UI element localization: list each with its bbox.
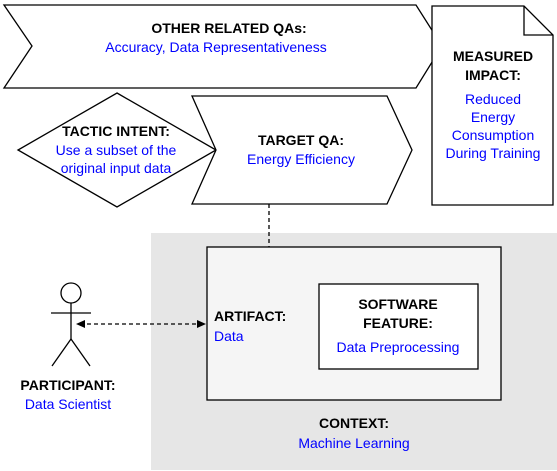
target-qa-label: TARGET QA: [258,132,344,148]
artifact-label: ARTIFACT: [214,308,286,324]
other-related-qas-banner [2,4,443,89]
participant-label: PARTICIPANT: [20,377,115,393]
tactic-intent-label: TACTIC INTENT: [62,123,170,139]
page-fold-icon [523,6,553,36]
arrowhead-left-icon [76,320,85,328]
measured-impact-document [431,5,554,206]
other-related-qas-value: Accuracy, Data Representativeness [105,39,327,55]
target-qa-chevron [190,95,413,205]
artifact-value: Data [214,328,244,344]
software-feature-label: SOFTWARE [358,296,437,312]
measured-impact-value: Reduced [465,91,521,107]
tactic-intent-value: Use a subset of the [56,142,177,158]
target-qa-value: Energy Efficiency [247,151,355,167]
measured-impact-value: Energy [471,109,515,125]
software-feature-value: Data Preprocessing [337,339,460,355]
measured-impact-value: During Training [446,145,541,161]
measured-impact-value: Consumption [452,127,535,143]
measured-impact-label: MEASURED [453,48,533,64]
context-value: Machine Learning [298,435,409,451]
software-feature-box [318,283,479,370]
context-label: CONTEXT: [319,415,389,431]
participant-stick-figure-icon [51,282,91,367]
software-feature-label-2: FEATURE: [363,315,433,331]
participant-value: Data Scientist [25,396,111,412]
tactic-intent-value: original input data [61,160,172,176]
arrowhead-right-icon [197,320,206,328]
other-related-qas-label: OTHER RELATED QAs: [151,20,306,36]
measured-impact-label-2: IMPACT: [465,67,521,83]
tactic-intent-diamond [16,92,218,208]
